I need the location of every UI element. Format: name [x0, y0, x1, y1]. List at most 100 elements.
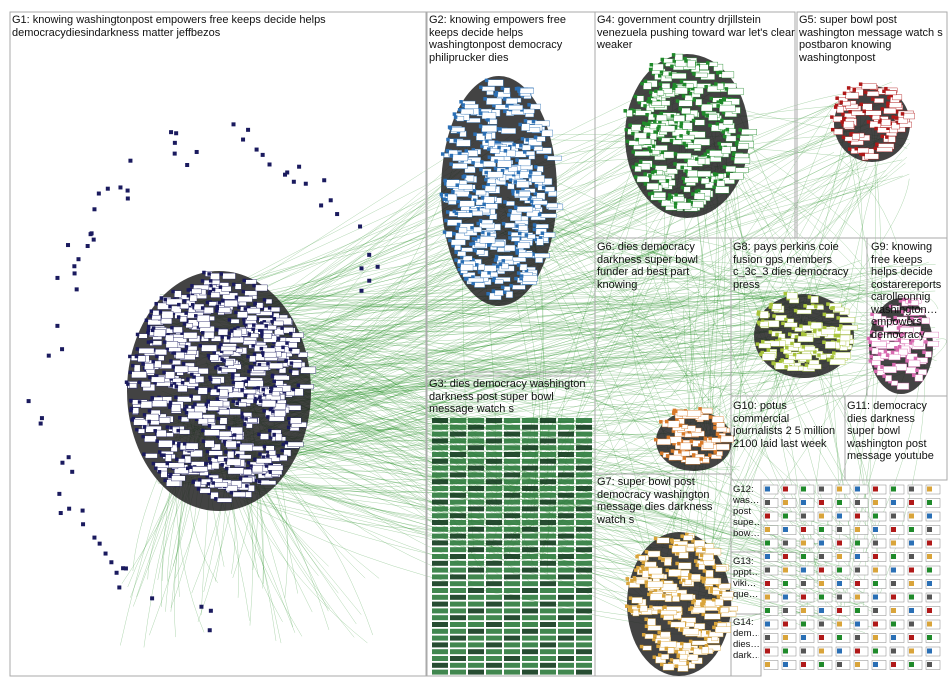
node — [576, 594, 592, 600]
node — [719, 100, 724, 105]
node-label — [491, 241, 505, 247]
node — [234, 295, 239, 299]
node — [504, 567, 520, 573]
node-label — [632, 610, 640, 617]
node-label — [885, 90, 897, 96]
node-label — [693, 87, 704, 95]
node — [184, 404, 189, 409]
node — [862, 109, 866, 114]
group-label-g4: G4: government country drjillstein venez… — [597, 14, 795, 51]
node — [186, 288, 191, 292]
node — [734, 142, 739, 146]
node — [468, 540, 484, 546]
edge — [207, 415, 879, 615]
node — [180, 349, 185, 354]
node — [803, 333, 807, 337]
node — [781, 525, 797, 535]
node — [913, 356, 918, 361]
node — [817, 592, 833, 603]
node — [521, 187, 525, 192]
node — [877, 352, 882, 356]
node-label — [250, 445, 264, 451]
node-icon — [801, 648, 806, 654]
node — [468, 431, 484, 437]
node — [651, 144, 656, 148]
node — [799, 324, 803, 328]
node — [866, 120, 871, 124]
node — [130, 418, 135, 422]
node — [763, 498, 779, 508]
node-label — [643, 82, 652, 90]
node-label — [174, 365, 189, 373]
node — [188, 287, 192, 292]
node-label — [693, 138, 710, 146]
node — [889, 93, 893, 98]
node — [135, 427, 139, 432]
node — [688, 573, 692, 577]
node-icon — [891, 648, 896, 654]
node-label — [871, 360, 881, 366]
node-label — [660, 654, 670, 660]
node — [375, 264, 380, 269]
node — [836, 316, 840, 320]
node — [468, 506, 484, 512]
node — [468, 635, 484, 641]
node — [510, 103, 514, 107]
node — [558, 635, 574, 641]
group-label-g11: G11: democracy dies darkness super bowl … — [847, 400, 934, 462]
node — [682, 82, 687, 87]
node — [835, 660, 851, 670]
node — [262, 298, 267, 302]
node — [540, 438, 556, 444]
node — [841, 112, 845, 116]
node — [522, 560, 538, 566]
group-label-g5: G5: super bowl post washington message w… — [799, 14, 943, 64]
node — [657, 640, 661, 644]
node — [240, 388, 244, 392]
node-label — [684, 177, 699, 183]
edge — [636, 172, 850, 335]
node-icon — [927, 608, 932, 613]
node-label — [834, 352, 851, 359]
node — [799, 619, 815, 630]
node-label — [660, 125, 676, 133]
node-label — [477, 263, 485, 271]
node — [486, 458, 502, 464]
node-label — [487, 79, 504, 87]
node — [894, 109, 899, 114]
node-icon — [783, 486, 788, 492]
node — [249, 467, 254, 471]
node — [72, 264, 77, 269]
node-label — [208, 301, 217, 307]
node — [558, 458, 574, 464]
node — [288, 347, 293, 352]
node — [707, 175, 712, 179]
node-label — [733, 157, 751, 164]
node — [162, 453, 166, 457]
node — [200, 306, 205, 310]
node — [522, 628, 538, 634]
node — [468, 533, 484, 539]
node — [517, 89, 521, 93]
node-label — [829, 358, 846, 365]
node — [576, 526, 592, 532]
node — [653, 634, 657, 638]
node — [702, 112, 706, 116]
node — [652, 637, 656, 642]
node — [142, 425, 147, 429]
node-icon — [909, 581, 914, 586]
node — [432, 608, 448, 614]
node-label — [873, 313, 882, 321]
node-icon — [909, 594, 914, 600]
node — [322, 178, 327, 183]
node — [185, 466, 190, 471]
node — [871, 592, 887, 603]
node — [522, 458, 538, 464]
node-label — [210, 273, 220, 280]
node-label — [211, 461, 220, 470]
node — [484, 170, 488, 175]
node — [817, 538, 833, 549]
node — [522, 540, 538, 546]
node — [672, 59, 676, 63]
node — [55, 323, 60, 328]
